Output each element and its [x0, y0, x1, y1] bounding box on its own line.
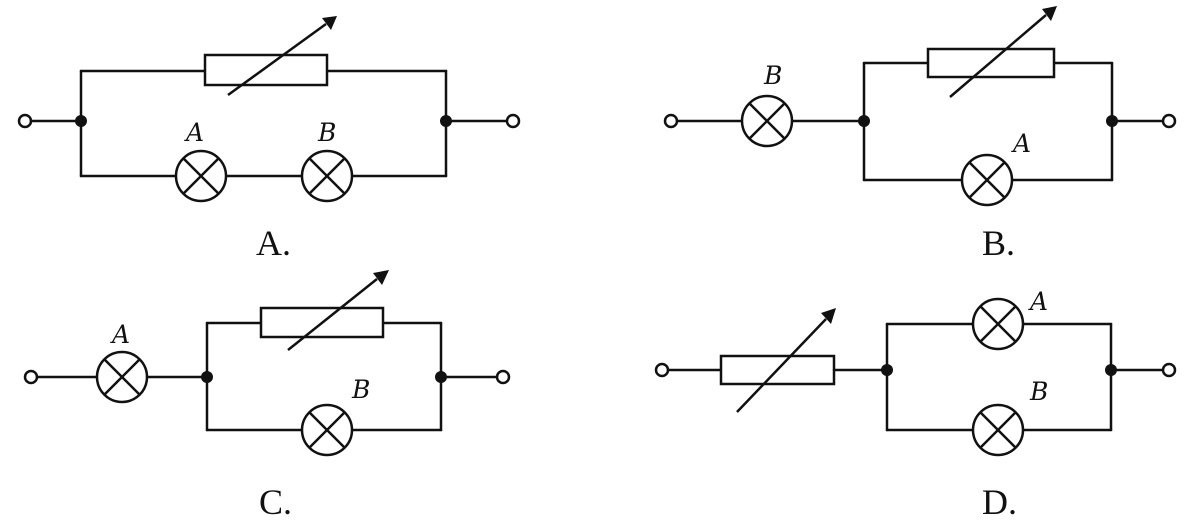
junction-node: [858, 115, 870, 127]
circuit-option-a[interactable]: A B A.: [17, 16, 521, 263]
terminal-right: [505, 113, 521, 129]
lamp-a: A: [95, 320, 149, 404]
junction-node: [1106, 115, 1118, 127]
lamp-b: B: [971, 377, 1048, 457]
junction-node: [881, 364, 893, 376]
lamp-b: B: [300, 375, 370, 457]
terminal-right: [1161, 362, 1177, 378]
lamp-b-label: B: [763, 61, 782, 90]
junction-node: [435, 371, 447, 383]
circuit-option-b[interactable]: B A B.: [663, 6, 1177, 263]
lamp-a: A: [971, 287, 1048, 351]
rheostat: [203, 16, 337, 97]
lamp-b-label: B: [1029, 377, 1048, 406]
lamp-a: A: [174, 118, 228, 203]
terminal-left: [23, 369, 39, 385]
option-c-label: C.: [259, 482, 292, 522]
lamp-a: A: [960, 129, 1031, 207]
option-d-label: D.: [982, 482, 1017, 522]
junction-node: [75, 115, 87, 127]
junction-node: [1105, 364, 1117, 376]
terminal-left: [654, 362, 670, 378]
lamp-b-label: B: [317, 118, 336, 147]
lamp-b: B: [740, 61, 794, 148]
lamp-b-label: B: [351, 375, 370, 404]
junction-node: [201, 371, 213, 383]
terminal-right: [1161, 113, 1177, 129]
rheostat: [719, 308, 836, 413]
circuit-option-c[interactable]: A B C.: [23, 270, 511, 522]
terminal-left: [663, 113, 679, 129]
circuit-option-d[interactable]: A B D.: [654, 287, 1177, 522]
option-a-label: A.: [256, 223, 291, 263]
lamp-a-label: A: [184, 118, 204, 147]
rheostat: [926, 6, 1057, 98]
lamp-a-label: A: [1011, 129, 1031, 158]
terminal-left: [17, 113, 33, 129]
junction-node: [440, 115, 452, 127]
terminal-right: [495, 369, 511, 385]
rheostat: [259, 270, 389, 351]
lamp-a-label: A: [110, 320, 130, 349]
option-b-label: B.: [982, 223, 1015, 263]
lamp-b: B: [300, 118, 354, 203]
lamp-a-label: A: [1028, 287, 1048, 316]
